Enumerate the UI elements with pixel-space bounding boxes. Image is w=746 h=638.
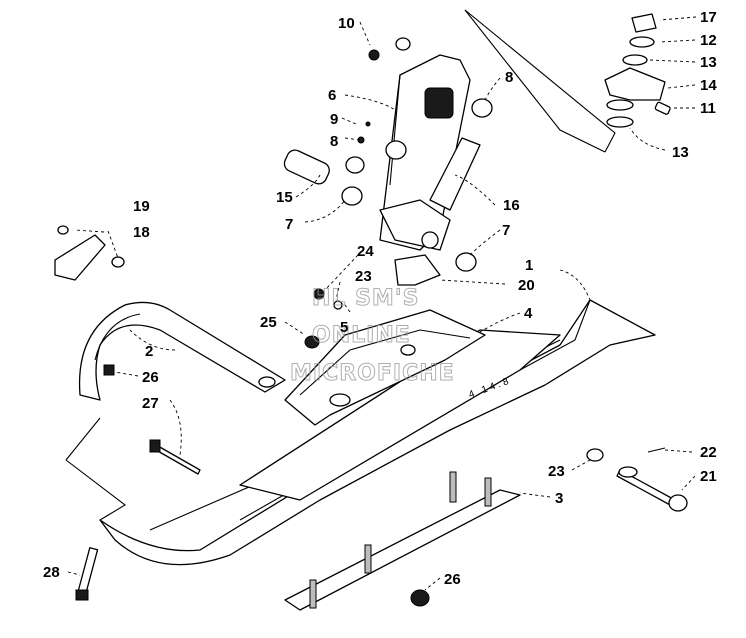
- callout-23-lower: 23: [548, 463, 565, 480]
- callout-6: 6: [328, 87, 336, 104]
- callout-22: 22: [700, 444, 717, 461]
- callout-1: 1: [525, 257, 533, 274]
- ski-handle-loop: [78, 301, 286, 401]
- callout-14: 14: [700, 77, 717, 94]
- leader-lines: [67, 16, 697, 591]
- callout-labels: 1 2 3 4 5 6 7 7 8 8 9 10 11 12 13 13 14 …: [43, 9, 717, 588]
- callout-26-upper: 26: [142, 369, 159, 386]
- callout-26-lower: 26: [444, 571, 461, 588]
- callout-13-top: 13: [700, 54, 717, 71]
- callout-25: 25: [260, 314, 277, 331]
- callout-28: 28: [43, 564, 60, 581]
- callout-23-upper: 23: [355, 268, 372, 285]
- spindle-cap-assembly: [604, 13, 671, 128]
- callout-9: 9: [330, 111, 338, 128]
- callout-17: 17: [700, 9, 717, 26]
- pad: [394, 254, 441, 286]
- bushings: [283, 98, 493, 272]
- ski-frame-line: [65, 417, 126, 521]
- bolt-28: [75, 547, 99, 601]
- watermark: HL SM'S ONLINE MICROFICHE: [290, 286, 455, 387]
- callout-15: 15: [276, 189, 293, 206]
- bracket: [54, 225, 125, 281]
- watermark-line-1: HL SM'S: [312, 286, 419, 311]
- decal: [429, 137, 481, 211]
- callout-24: 24: [357, 243, 374, 260]
- callout-16: 16: [503, 197, 520, 214]
- callout-7-left: 7: [285, 216, 293, 233]
- spindle-frame-line-2: [464, 9, 606, 153]
- callout-4: 4: [524, 305, 533, 322]
- callout-10: 10: [338, 15, 355, 32]
- callout-13-bottom: 13: [672, 144, 689, 161]
- callout-19: 19: [133, 198, 150, 215]
- watermark-line-3: MICROFICHE: [290, 361, 455, 386]
- callout-3: 3: [555, 490, 563, 507]
- callout-2: 2: [145, 343, 153, 360]
- callout-5: 5: [340, 319, 348, 336]
- callout-7-right: 7: [502, 222, 510, 239]
- bolt-27: [149, 439, 201, 475]
- watermark-line-2: ONLINE: [312, 323, 411, 348]
- callout-12: 12: [700, 32, 717, 49]
- spindle-column: [379, 54, 471, 251]
- ski-saddle: [284, 309, 486, 426]
- column-hardware: [357, 37, 411, 144]
- callout-8-top: 8: [505, 69, 513, 86]
- callout-21: 21: [700, 468, 717, 485]
- nuts: [103, 288, 430, 607]
- callout-8-mid: 8: [330, 133, 338, 150]
- bolt-assembly: [586, 447, 688, 512]
- callout-27: 27: [142, 395, 159, 412]
- callout-20: 20: [518, 277, 535, 294]
- spindle-frame-line: [464, 9, 616, 153]
- callout-18: 18: [133, 224, 150, 241]
- callout-11: 11: [700, 100, 716, 117]
- wear-bar: [284, 471, 521, 611]
